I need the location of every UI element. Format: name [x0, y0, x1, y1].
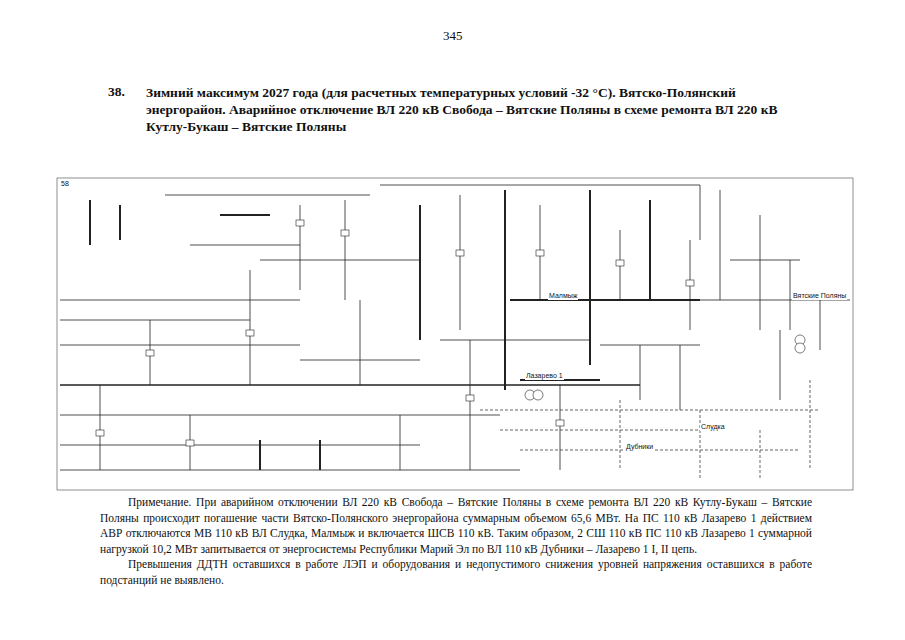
substation-name: Лазарево 1: [525, 372, 564, 380]
substation-name: Дубники: [625, 443, 654, 451]
figure-number: 38.: [108, 84, 125, 100]
switch-symbols: [96, 220, 805, 446]
disconnected-lines: [480, 380, 820, 480]
page-number: 345: [443, 28, 463, 44]
note-text: Превышения ДДТН оставшихся в работе ЛЭП …: [100, 557, 812, 588]
substation-name: Слудка: [700, 423, 726, 431]
note-text: Примечание. При аварийном отключении ВЛ …: [100, 495, 812, 557]
substation-name: Вятские Поляны: [792, 292, 847, 300]
substation-name: Малмыж: [548, 292, 578, 300]
scheme-wires: [57, 178, 853, 490]
sheet-mark: 58: [60, 180, 70, 188]
figure-title: Зимний максимум 2027 года (для расчетных…: [146, 84, 808, 135]
